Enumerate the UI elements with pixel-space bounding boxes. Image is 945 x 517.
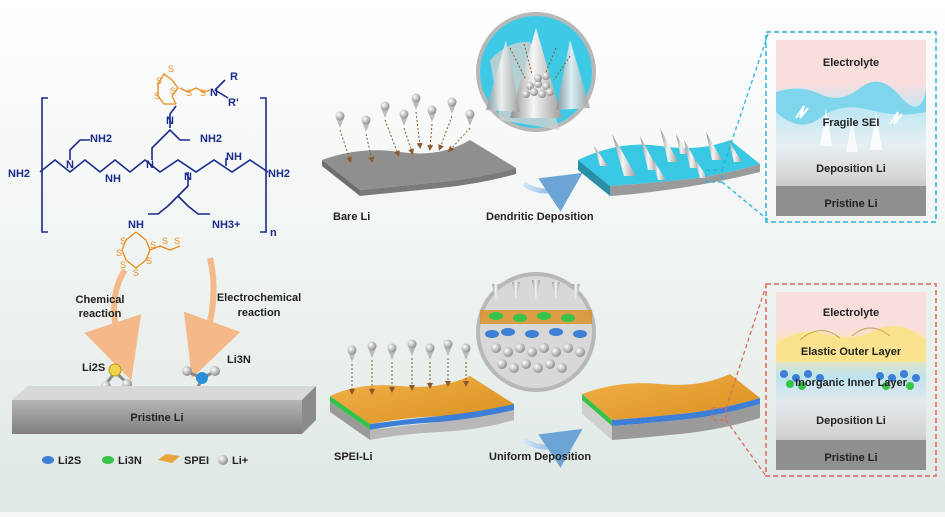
svg-text:S: S (146, 256, 152, 266)
svg-text:S: S (170, 86, 176, 96)
svg-text:S: S (200, 88, 206, 98)
pristine-li-slab (12, 386, 316, 434)
svg-text:S: S (168, 64, 174, 74)
n-4: N (166, 115, 174, 127)
svg-text:S: S (120, 260, 126, 270)
spei-li-ions (347, 339, 471, 395)
spei-li-label: SPEI-Li (334, 451, 373, 463)
nh-right: NH (226, 151, 242, 163)
bottom-layer-pristine-li: Pristine Li (824, 452, 877, 464)
legend-spei-swatch (158, 454, 180, 463)
polymer-labels: NH2 NH2 NH2 NH2 NH NH NH3+ NH N N N N N … (8, 71, 290, 239)
electrochem-label-1: Electrochemical (217, 292, 301, 304)
sulfur-chain-bottom (121, 231, 181, 269)
r-group: R (230, 71, 238, 83)
bottom-layer-box (765, 283, 937, 477)
legend-li3n: Li3N (118, 455, 142, 467)
svg-text:S: S (133, 268, 139, 278)
bare-li-ions (335, 93, 475, 163)
svg-text:S: S (120, 236, 126, 246)
bottom-layer-inorganic-inner: Inorganic Inner Layer (795, 377, 908, 389)
chemical-label-1: Chemical (76, 294, 125, 306)
subscript-n: n (270, 227, 277, 239)
legend-li2s: Li2S (58, 455, 81, 467)
bottom-transition-arrow (522, 428, 583, 468)
n-ra: N (210, 87, 218, 99)
nh2-right: NH2 (268, 168, 290, 180)
right-bracket (260, 97, 267, 233)
legend-li2s-swatch (42, 456, 54, 464)
nh-bottom: NH (128, 219, 144, 231)
nh2-top-left: NH2 (90, 133, 112, 145)
sulfur-chain-top (157, 73, 211, 105)
svg-text:S: S (162, 236, 168, 246)
dendrites (594, 128, 742, 180)
nh-center: NH (105, 173, 121, 185)
dendritic-label: Dendritic Deposition (486, 211, 594, 223)
uniform-label: Uniform Deposition (489, 451, 591, 463)
svg-text:S: S (150, 240, 156, 250)
svg-text:S: S (174, 236, 180, 246)
chemical-label-2: reaction (79, 308, 122, 320)
svg-text:S: S (116, 248, 122, 258)
zoom-circle-dendrite (476, 12, 596, 132)
svg-text:S: S (156, 76, 162, 86)
nh3-plus: NH3+ (212, 219, 240, 231)
bare-li-label: Bare Li (333, 211, 370, 223)
legend: Li2S Li3N SPEI Li+ (42, 454, 248, 467)
bare-li-slab (322, 140, 516, 196)
bottom-layer-deposition-li: Deposition Li (816, 415, 886, 427)
chemical-reaction-arrow (84, 268, 142, 381)
top-zoom-connector (705, 33, 769, 221)
zoom-circle-uniform (476, 272, 596, 392)
legend-li-ion: Li+ (232, 455, 248, 467)
svg-text:S: S (154, 91, 160, 101)
legend-li3n-swatch (102, 456, 114, 464)
top-layer-electrolyte: Electrolyte (823, 57, 879, 69)
top-layer-fragile-sei: Fragile SEI (823, 117, 880, 129)
svg-text:S: S (186, 88, 192, 98)
top-layer-pristine-li: Pristine Li (824, 198, 877, 210)
left-bracket (41, 97, 48, 233)
n-1: N (66, 159, 74, 171)
top-layer-box (765, 31, 937, 223)
bottom-layer-elastic-outer: Elastic Outer Layer (801, 346, 902, 358)
n-2: N (146, 159, 154, 171)
nh2-top-center: NH2 (200, 133, 222, 145)
legend-li-ion-swatch (218, 455, 228, 465)
polymer-structure (39, 79, 269, 233)
bottom-zoom-connector (711, 285, 767, 477)
electrochem-label-2: reaction (238, 307, 281, 319)
r-prime-group: R' (228, 97, 239, 109)
li2s-label: Li2S (82, 362, 105, 374)
bottom-layer-electrolyte: Electrolyte (823, 307, 879, 319)
legend-spei: SPEI (184, 455, 209, 467)
n-3: N (184, 171, 192, 183)
top-transition-arrow (522, 172, 583, 212)
pristine-li-label: Pristine Li (130, 412, 183, 424)
electrochemical-reaction-arrow (183, 257, 241, 379)
nh2-left: NH2 (8, 168, 30, 180)
top-layer-deposition-li: Deposition Li (816, 163, 886, 175)
spei-li-slab (330, 376, 514, 440)
li3n-label: Li3N (227, 354, 251, 366)
